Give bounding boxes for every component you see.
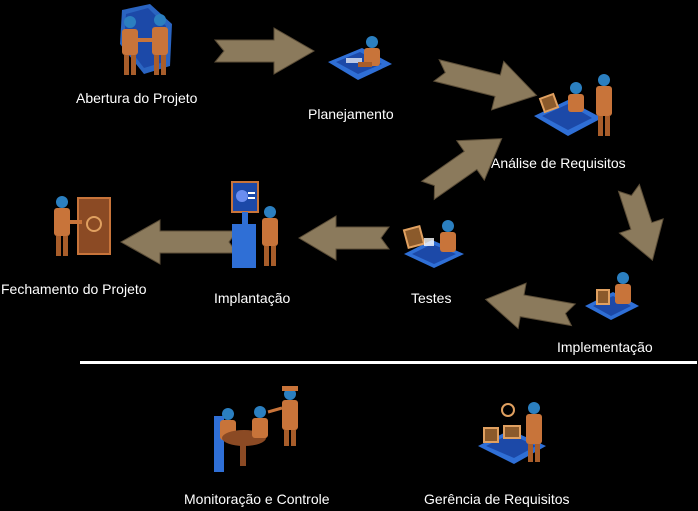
label-testes: Testes	[411, 290, 452, 306]
divider-line	[80, 361, 697, 364]
arrow-testes-to-analise	[420, 138, 503, 201]
label-analise: Análise de Requisitos	[491, 155, 626, 171]
implantacao-illustration	[230, 181, 284, 272]
arrow-planejamento-to-analise	[432, 59, 538, 111]
label-implementacao: Implementação	[557, 339, 653, 355]
analise-illustration	[532, 72, 618, 150]
planejamento-illustration	[328, 34, 394, 84]
abertura-illustration	[100, 4, 180, 80]
fechamento-illustration	[50, 192, 114, 260]
arrow-implantacao-to-fechamento	[119, 219, 238, 265]
label-implantacao: Implantação	[214, 290, 291, 306]
arrow-analise-to-implementacao	[617, 183, 664, 262]
label-fechamento: Fechamento do Projeto	[1, 281, 147, 297]
arrow-abertura-to-planejamento	[213, 27, 316, 75]
arrow-implementacao-to-testes	[484, 282, 577, 330]
label-gerencia: Gerência de Requisitos	[424, 491, 570, 507]
implementacao-illustration	[583, 270, 641, 324]
monitoracao-illustration	[210, 382, 306, 476]
label-monitoracao: Monitoração e Controle	[184, 491, 330, 507]
label-abertura: Abertura do Projeto	[76, 90, 198, 106]
testes-illustration	[402, 214, 466, 272]
arrow-testes-to-implantacao	[298, 215, 390, 261]
gerencia-illustration	[476, 400, 550, 472]
label-planejamento: Planejamento	[308, 106, 394, 122]
